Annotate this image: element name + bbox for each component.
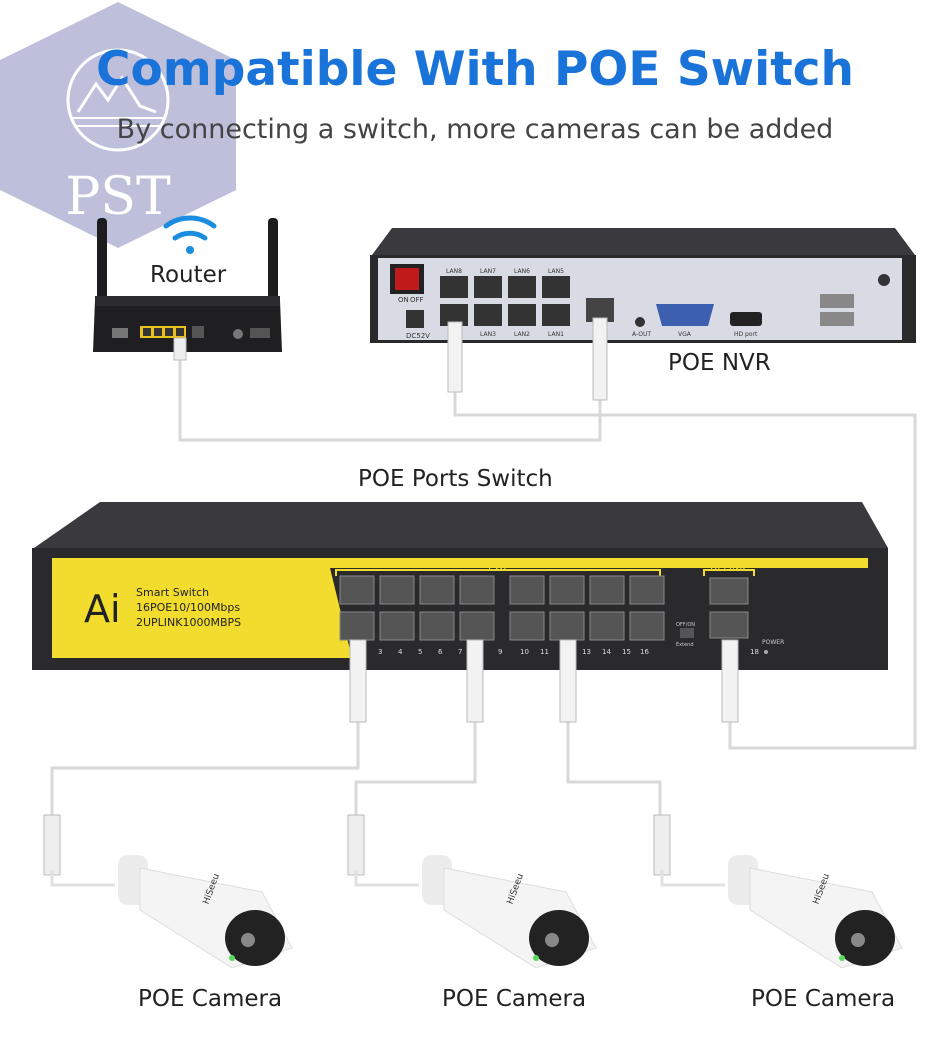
switch-line3: 2UPLINK1000MBPS [136,616,241,629]
watermark-text: PST [65,167,171,227]
nvr-hd-label: HD port [734,331,758,338]
switch-port-number: 15 [622,648,631,656]
switch-uplink-group: UPLINK [710,562,746,573]
usb-icon [820,312,854,326]
nvr-lan-label: LAN3 [480,331,496,338]
router-antenna-left [97,218,107,304]
camera-label: POE Camera [442,986,587,1012]
switch-poe-ports [339,575,665,641]
switch-cable-plugs [349,639,739,723]
router-device [93,218,282,361]
mountain-icon [76,75,157,114]
switch-port-number: 11 [540,648,549,656]
nvr-lan-label: LAN8 [446,268,462,275]
nvr-switch-off: OFF [410,296,424,304]
switch-port-number: 7 [458,648,462,656]
nvr-lan-label: LAN7 [480,268,496,275]
switch-port-number: 10 [520,648,529,656]
nvr-lan-label: LAN5 [548,268,564,275]
switch-onoff: OFF/ON [676,622,695,628]
nvr-lan-ports [440,276,570,326]
wifi-icon [163,215,217,254]
network-cables [50,340,917,835]
switch-poe-group: POE [488,560,510,573]
switch-brand: Ai [84,587,121,631]
nvr-power-label: DC52V [406,332,430,340]
poe-switch-device: Ai Smart Switch 16POE10/100Mbps 2UPLINK1… [32,502,888,723]
nvr-vga-label: VGA [678,331,692,338]
nvr-aout-label: A-OUT [632,331,651,338]
camera-device: HiSeeu [43,814,293,969]
watermark-logo: PST [0,2,236,248]
switch-port-number: 16 [640,648,649,656]
router-label: Router [150,262,227,288]
page-title: Compatible With POE Switch [96,42,854,97]
camera-label: POE Camera [751,986,896,1012]
nvr-lan-label: LAN1 [548,331,564,338]
switch-power-label: POWER [762,639,784,646]
hdmi-port [730,312,762,326]
vga-port [656,304,714,326]
nvr-device: ON OFF DC52V LAN8 LAN7 LAN6 LAN5 LAN3 LA… [370,228,916,401]
nvr-cable-plug [592,317,608,401]
switch-port-number: 9 [498,648,502,656]
switch-port-number: 14 [602,648,611,656]
nvr-label: POE NVR [668,350,771,376]
switch-line1: Smart Switch [136,586,209,599]
switch-port-number: 6 [438,648,443,656]
switch-line2: 16POE10/100Mbps [136,601,240,614]
nvr-cable-plug [447,321,463,393]
nvr-lan-label: LAN6 [514,268,530,275]
camera-device: HiSeeu [347,814,597,969]
switch-port-number: 13 [582,648,591,656]
switch-uplink-number: 18 [750,648,759,656]
switch-label: POE Ports Switch [358,466,553,492]
switch-port-number: 4 [398,648,403,656]
camera-label: POE Camera [138,986,283,1012]
switch-port-number: 3 [378,648,382,656]
switch-port-number: 5 [418,648,422,656]
switch-extend: Extend [676,642,694,648]
page-subtitle: By connecting a switch, more cameras can… [116,114,834,145]
nvr-switch-on: ON [398,296,409,304]
router-antenna-right [268,218,278,304]
camera-device: HiSeeu [653,814,903,969]
nvr-lan-label: LAN2 [514,331,530,338]
